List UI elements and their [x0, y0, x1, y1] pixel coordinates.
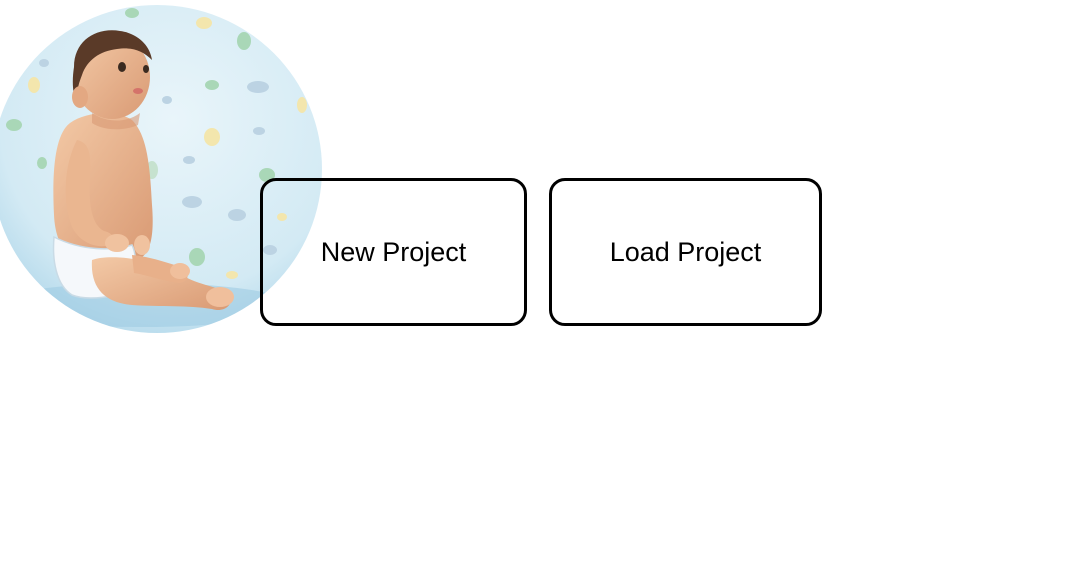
confetti: [6, 8, 307, 279]
load-project-button[interactable]: Load Project: [549, 178, 822, 326]
new-project-button[interactable]: New Project: [260, 178, 527, 326]
baby: [52, 30, 234, 311]
